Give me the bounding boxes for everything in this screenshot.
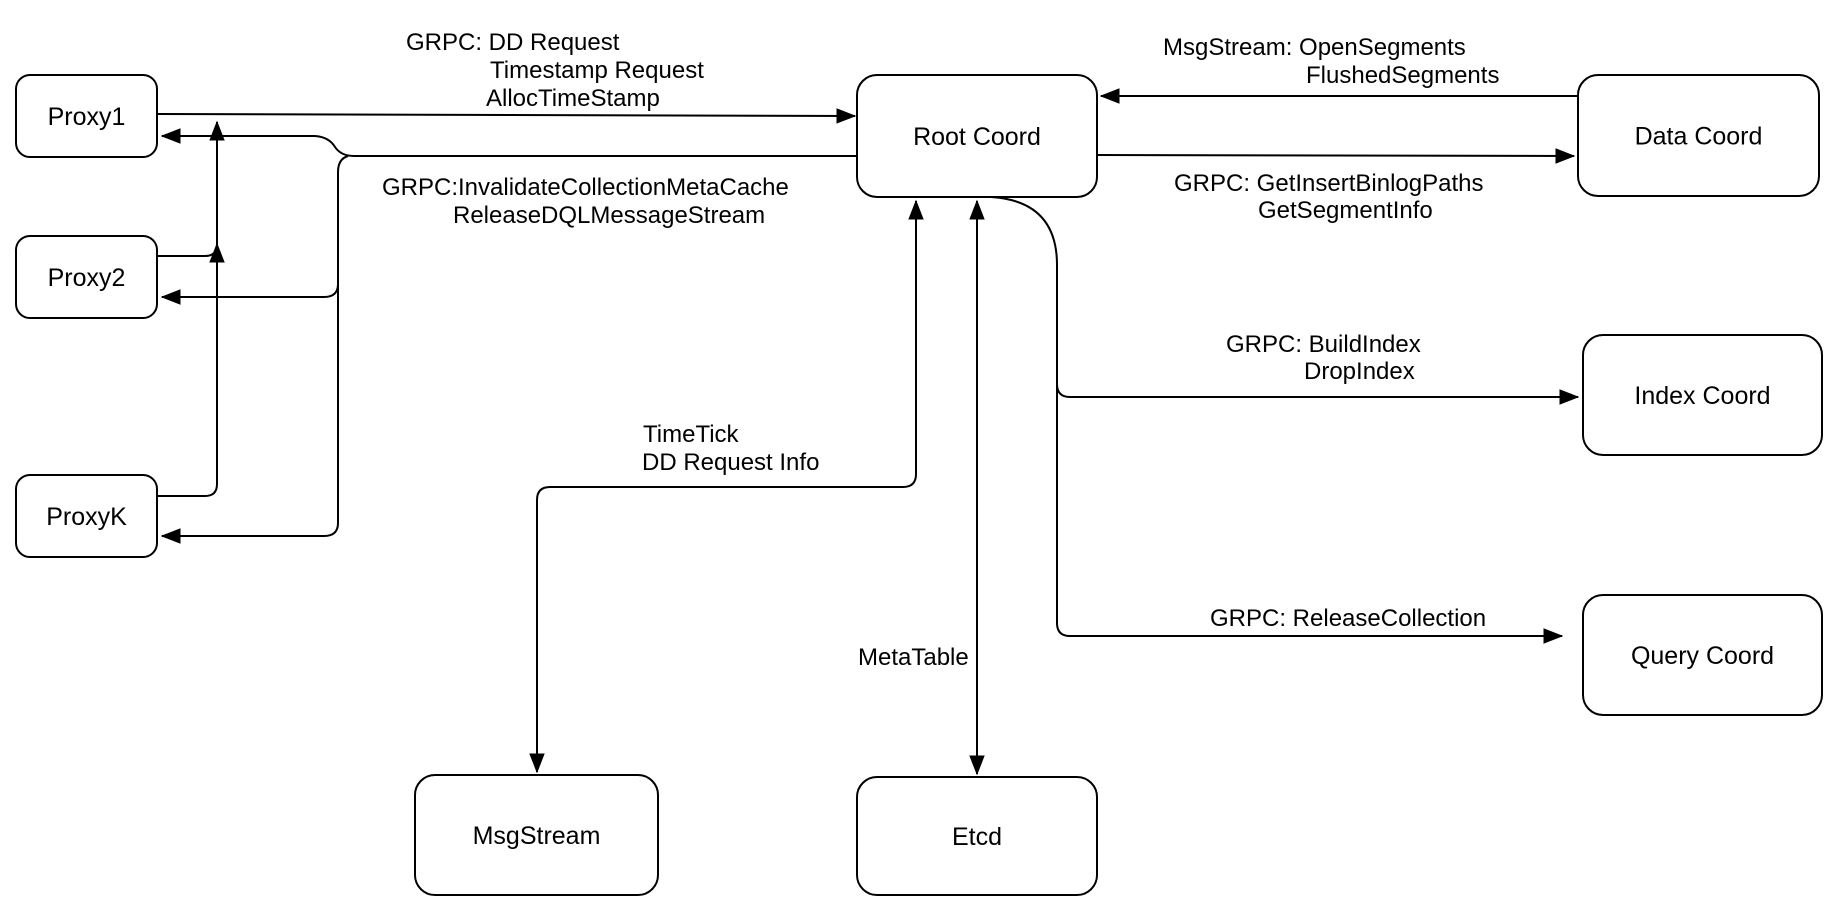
node-box-proxy2	[15, 235, 158, 319]
edge-label-grpc-buildindex: GRPC: BuildIndex	[1226, 331, 1421, 358]
edge-label-grpc-dd-request: GRPC: DD Request	[406, 29, 620, 56]
node-box-proxy1	[15, 74, 158, 158]
edge-rootcoord-to-proxy1-invalidate	[160, 128, 857, 157]
edge-rootcoord-to-datacoord-grpc	[1096, 148, 1576, 164]
edge-rootcoord-to-querycoord	[1056, 384, 1564, 644]
edge-proxy1-to-rootcoord-requests	[156, 108, 857, 124]
edge-label-release-dql: ReleaseDQLMessageStream	[453, 202, 765, 229]
edge-label-timestamp-request: Timestamp Request	[490, 57, 704, 84]
edge-rootcoord-to-indexcoord	[990, 196, 1580, 405]
edge-label-dropindex: DropIndex	[1304, 358, 1415, 385]
node-proxyk: ProxyK	[15, 474, 158, 558]
edge-label-dd-request-info: DD Request Info	[642, 449, 819, 476]
edge-label-flushedsegments: FlushedSegments	[1306, 62, 1499, 89]
node-data-coord: Data Coord	[1577, 74, 1820, 197]
node-box-query-coord	[1582, 594, 1823, 716]
edge-label-timetick: TimeTick	[643, 421, 740, 448]
edge-label-grpc-getinsertbinlogpaths: GRPC: GetInsertBinlogPaths	[1174, 170, 1483, 197]
node-box-etcd	[856, 776, 1098, 896]
node-label-data-coord: Data Coord	[1635, 123, 1763, 151]
edge-label-metatable: MetaTable	[858, 644, 969, 671]
node-box-data-coord	[1577, 74, 1820, 197]
edge-rootcoord-to-proxyk-invalidate	[160, 284, 339, 544]
node-label-proxyk: ProxyK	[46, 503, 127, 531]
node-label-msgstream: MsgStream	[473, 822, 601, 850]
node-msgstream: MsgStream	[414, 774, 659, 896]
edge-label-msgstream-opensegments: MsgStream: OpenSegments	[1163, 34, 1466, 61]
node-box-index-coord	[1582, 334, 1823, 456]
edge-label-grpc-releasecollection: GRPC: ReleaseCollection	[1210, 605, 1486, 632]
node-label-root-coord: Root Coord	[913, 123, 1041, 151]
edge-label-grpc-invalidate: GRPC:InvalidateCollectionMetaCache	[382, 174, 789, 201]
node-proxy1: Proxy1	[15, 74, 158, 158]
edge-rootcoord-msgstream-timetick	[529, 199, 924, 774]
node-label-proxy1: Proxy1	[48, 103, 126, 131]
node-box-proxyk	[15, 474, 158, 558]
node-box-root-coord	[856, 74, 1098, 198]
edge-proxyk-up-join	[157, 242, 225, 497]
node-root-coord: Root Coord	[856, 74, 1098, 198]
node-etcd: Etcd	[856, 776, 1098, 896]
node-query-coord: Query Coord	[1582, 594, 1823, 716]
edge-label-alloctimestamp: AllocTimeStamp	[486, 85, 660, 112]
node-label-query-coord: Query Coord	[1631, 642, 1774, 670]
edge-label-getsegmentinfo: GetSegmentInfo	[1258, 197, 1433, 224]
node-proxy2: Proxy2	[15, 235, 158, 319]
node-box-msgstream	[414, 774, 659, 896]
node-label-index-coord: Index Coord	[1634, 382, 1770, 410]
node-label-proxy2: Proxy2	[48, 264, 126, 292]
node-label-etcd: Etcd	[952, 823, 1002, 851]
node-index-coord: Index Coord	[1582, 334, 1823, 456]
